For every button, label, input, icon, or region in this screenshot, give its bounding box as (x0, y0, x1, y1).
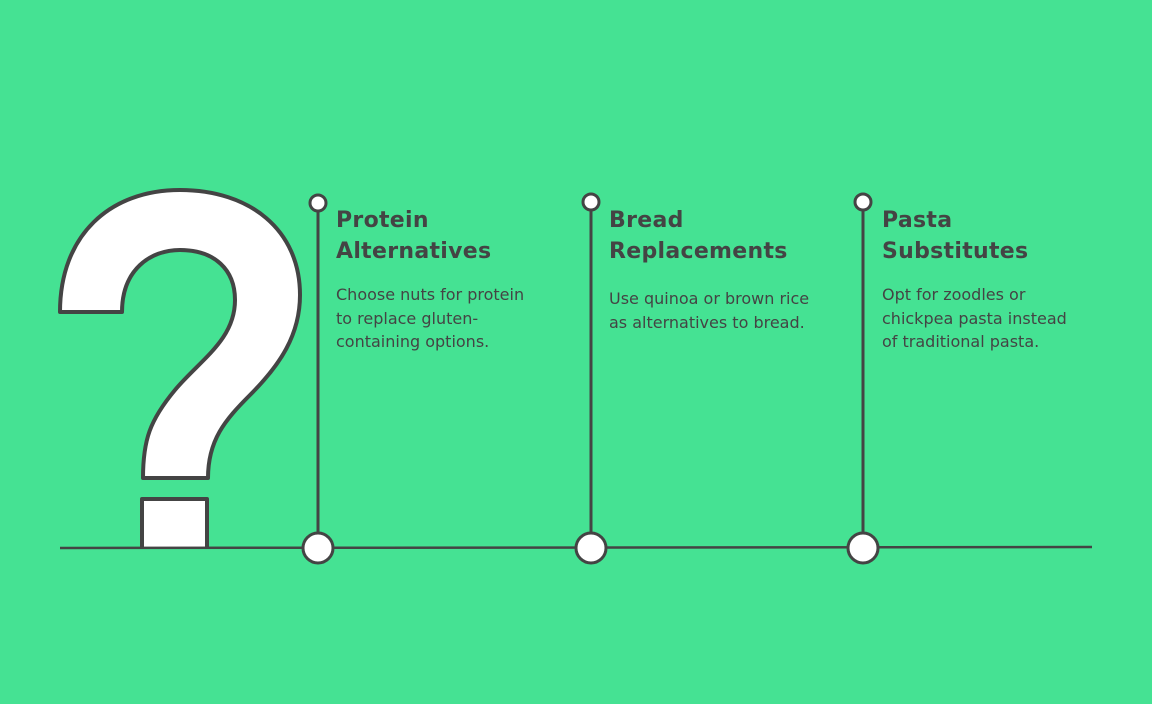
timeline-item-pasta: Pasta Substitutes Opt for zoodles or chi… (882, 205, 1082, 354)
timeline-item-bread: Bread Replacements Use quinoa or brown r… (609, 205, 824, 334)
item-description: Use quinoa or brown rice as alternatives… (609, 289, 810, 332)
item-description: Opt for zoodles or chickpea pasta instea… (882, 285, 1067, 351)
item-description: Choose nuts for protein to replace glute… (336, 285, 525, 351)
timeline-node (846, 531, 880, 565)
question-mark-icon (58, 188, 302, 548)
timeline-top-marker (853, 192, 873, 212)
timeline-node (574, 531, 608, 565)
timeline-node (301, 531, 335, 565)
timeline-item-protein: Protein Alternatives Choose nuts for pro… (336, 205, 536, 354)
timeline-top-marker (581, 192, 601, 212)
item-title: Bread Replacements (609, 208, 788, 264)
item-title: Protein Alternatives (336, 208, 492, 264)
item-title: Pasta Substitutes (882, 208, 1029, 264)
timeline-top-marker (308, 193, 328, 213)
